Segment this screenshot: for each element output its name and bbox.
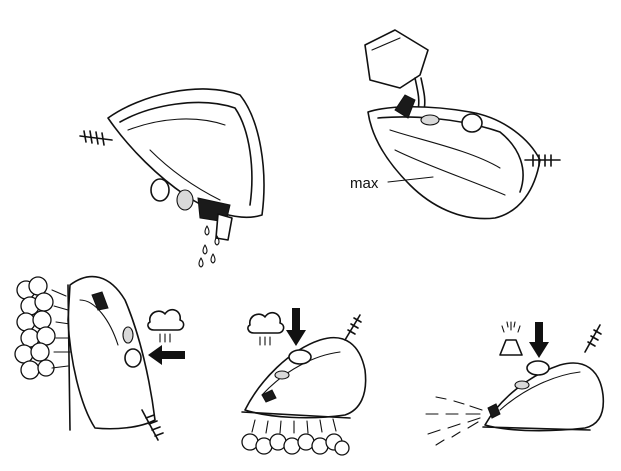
max-label: max — [350, 175, 379, 192]
steam-icon — [147, 308, 185, 343]
steam-clouds-left — [14, 276, 71, 380]
panel-steam-burst — [241, 308, 367, 456]
panel-steam-vertical — [14, 275, 185, 441]
cord-guard-2 — [524, 154, 561, 167]
panel-fill-water: max — [350, 29, 561, 220]
measuring-cup — [364, 29, 429, 111]
cord-guard-4 — [344, 314, 362, 341]
panel-empty-water — [79, 88, 265, 268]
spray-icon — [499, 321, 523, 356]
panel-spray — [425, 321, 605, 446]
steam-clouds-bottom — [241, 418, 350, 456]
steam-icon-2 — [247, 311, 285, 346]
arrow-down-icon-2 — [529, 322, 549, 358]
cord-guard — [79, 130, 113, 146]
water-drops — [198, 225, 220, 268]
arrow-down-icon — [286, 308, 306, 346]
cord-guard-5 — [584, 324, 602, 353]
arrow-left-icon — [148, 345, 185, 365]
cord-guard-3 — [141, 409, 164, 441]
spray-mist — [425, 396, 483, 446]
